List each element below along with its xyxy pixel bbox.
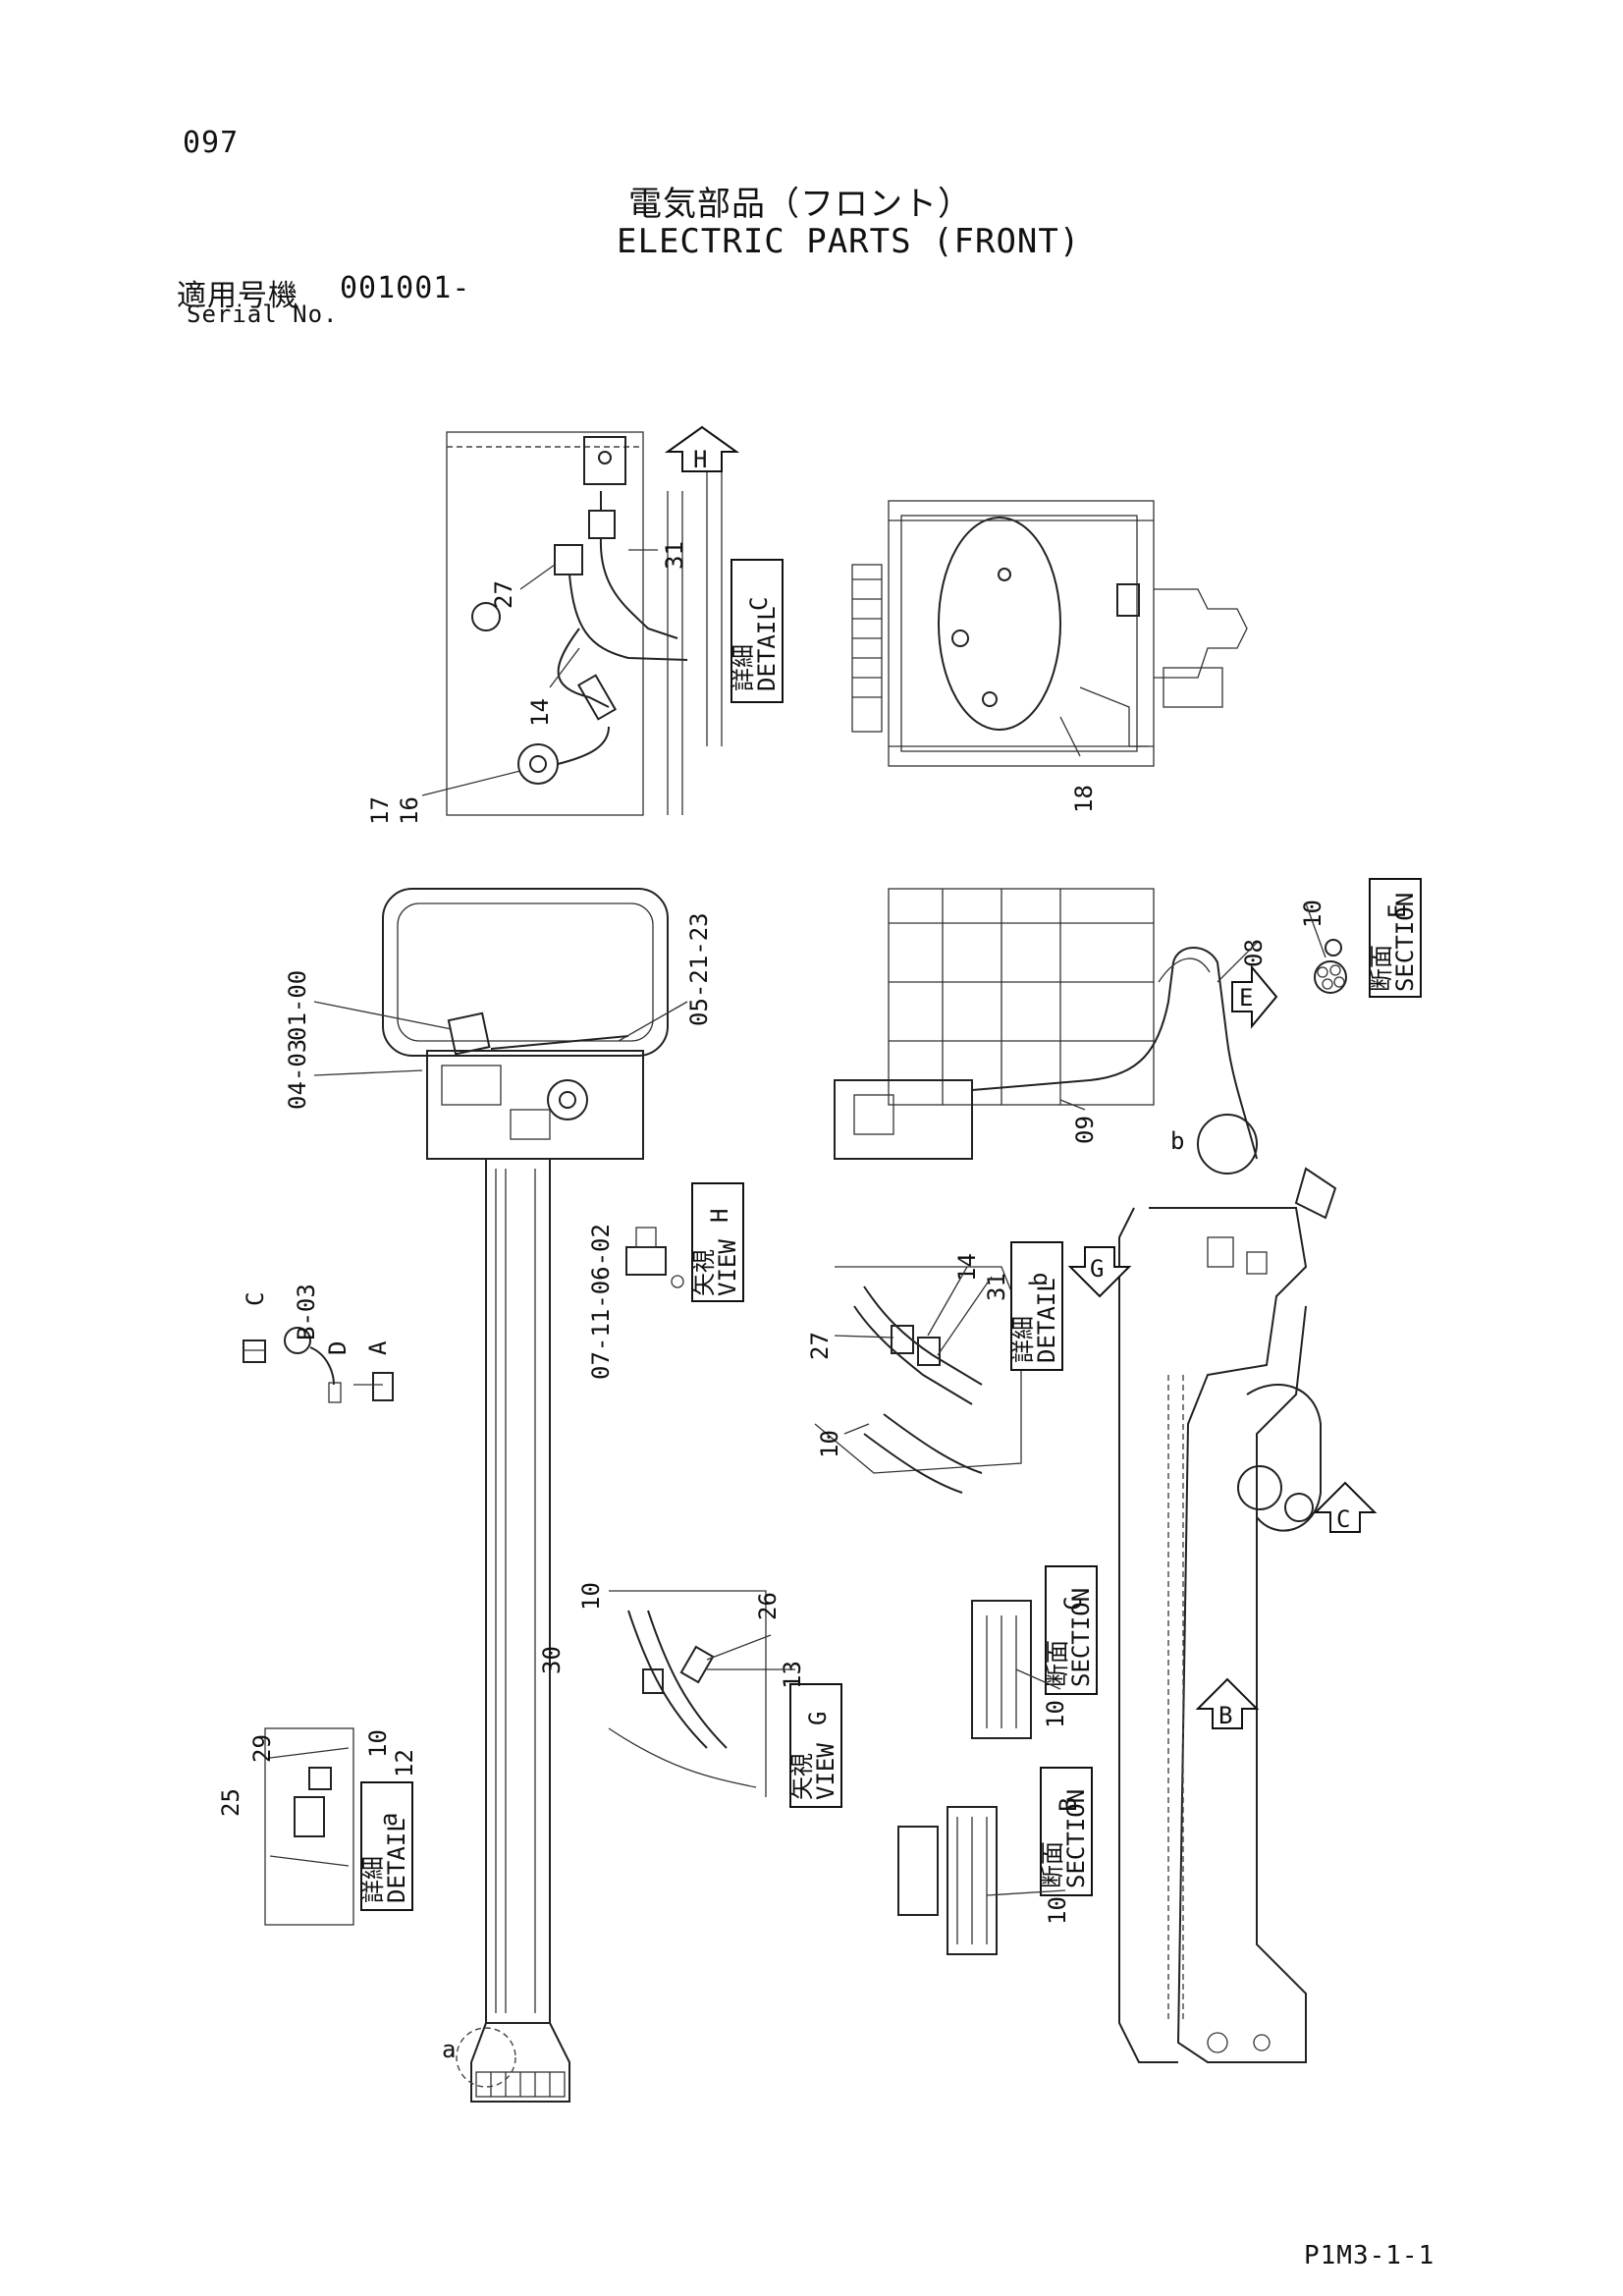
right-boom xyxy=(1118,1167,1337,2063)
callout-04-03: 04-03 xyxy=(284,1039,311,1110)
machine-top-view xyxy=(851,500,1248,767)
callout-05-21-23: 05-21-23 xyxy=(685,912,713,1026)
leader-lines xyxy=(313,549,1326,1896)
connector-label-d: D xyxy=(324,1341,352,1355)
arrow-letter-e: E xyxy=(1239,984,1253,1011)
callout-12: 12 xyxy=(391,1749,418,1777)
tag-detail-a: 詳細 DETAIL a xyxy=(359,1781,413,1911)
view-g-drawing xyxy=(608,1590,767,1797)
page-title: ELECTRIC PARTS (FRONT) xyxy=(617,222,1081,261)
view-arrow-b: B xyxy=(1195,1677,1260,1729)
callout-18: 18 xyxy=(1070,785,1098,813)
callout-13: 13 xyxy=(779,1661,806,1689)
view-arrow-e: E xyxy=(1231,964,1278,1029)
callout-27b: 27 xyxy=(806,1332,834,1360)
callout-b: b xyxy=(1170,1127,1184,1155)
tag-section-b: 断面 SECTION B xyxy=(1039,1767,1093,1896)
tag-letter: E xyxy=(1383,904,1411,918)
callout-10-section-c: 10 xyxy=(1042,1700,1069,1728)
tag-letter: G xyxy=(804,1712,832,1725)
connector-diagram xyxy=(243,1327,394,1403)
tag-jp: 断面 xyxy=(1044,1640,1071,1687)
connector-label-a: A xyxy=(364,1340,392,1355)
tag-jp: 矢視 xyxy=(788,1753,816,1800)
tag-jp: 矢視 xyxy=(690,1249,718,1296)
arrow-letter-h: H xyxy=(693,446,707,473)
detail-b-drawing xyxy=(814,1266,1022,1494)
tag-sub: VIEW xyxy=(714,1239,741,1296)
page-number: 097 xyxy=(183,126,240,160)
callout-10-section-b: 10 xyxy=(1044,1896,1071,1925)
tag-section-c: 断面 SECTION C xyxy=(1044,1565,1098,1695)
callout-16: 16 xyxy=(396,796,423,825)
callout-14: 14 xyxy=(526,698,554,727)
tag-jp: 詳細 xyxy=(359,1856,387,1903)
section-e-drawing xyxy=(1314,939,1347,994)
callout-31b: 31 xyxy=(983,1273,1010,1301)
serial-label: Serial No. xyxy=(187,301,339,328)
callout-01-00: 01-00 xyxy=(284,970,311,1041)
tag-jp: 詳細 xyxy=(730,644,757,691)
callout-27: 27 xyxy=(490,580,517,609)
tag-sub: SECTION xyxy=(1062,1789,1090,1888)
tag-jp: 断面 xyxy=(1368,945,1395,992)
tag-letter: a xyxy=(375,1813,403,1827)
section-c-drawing xyxy=(971,1600,1032,1739)
callout-25: 25 xyxy=(217,1788,244,1817)
view-arrow-g: G xyxy=(1067,1246,1132,1298)
tag-sub: SECTION xyxy=(1391,893,1419,992)
callout-10b: 10 xyxy=(816,1430,843,1458)
tag-sub: DETAIL xyxy=(1033,1278,1060,1363)
callout-29: 29 xyxy=(248,1734,276,1763)
arrow-letter-b: B xyxy=(1218,1702,1232,1729)
callout-17: 17 xyxy=(366,796,394,825)
callout-26: 26 xyxy=(754,1592,782,1620)
serial-label-japanese: 適用号機 xyxy=(177,279,298,313)
tag-letter: C xyxy=(745,597,773,611)
view-arrow-c: C xyxy=(1313,1481,1378,1533)
callout-10g: 10 xyxy=(577,1582,605,1611)
callout-a: a xyxy=(442,2036,456,2063)
arrow-letter-g: G xyxy=(1090,1255,1104,1283)
tag-sub: DETAIL xyxy=(383,1818,410,1903)
callout-10a: 10 xyxy=(364,1729,392,1758)
connector-label-b-03: B-03 xyxy=(293,1284,320,1340)
tag-detail-c: 詳細 DETAIL C xyxy=(730,559,784,703)
tag-letter: H xyxy=(706,1209,733,1223)
tag-jp: 詳細 xyxy=(1009,1316,1037,1363)
left-boom xyxy=(456,1158,570,2103)
callout-30: 30 xyxy=(538,1646,566,1674)
callout-07-11-06-02: 07-11-06-02 xyxy=(587,1224,615,1380)
callout-labels: 31 27 14 17 16 18 10 08 01-00 04-03 05-2… xyxy=(217,541,1326,2063)
section-b-drawing xyxy=(897,1806,998,1955)
arrow-letter-c: C xyxy=(1336,1505,1350,1533)
detail-a-drawing xyxy=(264,1727,354,1926)
tag-sub: VIEW xyxy=(812,1743,839,1800)
tag-sub: DETAIL xyxy=(753,606,781,691)
callout-08: 08 xyxy=(1240,939,1268,967)
tag-detail-b: 詳細 DETAIL b xyxy=(1009,1241,1063,1371)
cab-side-view xyxy=(834,888,1258,1175)
view-h-drawing xyxy=(625,1227,684,1288)
tag-view-g: 矢視 VIEW G xyxy=(788,1683,842,1808)
connector-label-c: C xyxy=(242,1292,269,1306)
serial-number: 001001- xyxy=(340,271,471,305)
tag-letter: C xyxy=(1059,1597,1087,1611)
callout-09: 09 xyxy=(1071,1116,1099,1144)
tag-section-e: 断面 SECTION E xyxy=(1368,878,1422,998)
tag-letter: b xyxy=(1025,1273,1053,1286)
footer-code: P1M3-1-1 xyxy=(1304,2241,1435,2270)
view-arrow-h: H xyxy=(664,425,740,473)
tag-view-h: 矢視 VIEW H xyxy=(690,1182,744,1302)
tag-letter: B xyxy=(1055,1798,1082,1812)
tag-sub: SECTION xyxy=(1067,1588,1095,1687)
tag-jp: 断面 xyxy=(1039,1841,1066,1888)
callout-31: 31 xyxy=(661,541,688,570)
page-title-japanese: 電気部品（フロント） xyxy=(628,185,972,224)
detail-c-panel xyxy=(446,431,723,816)
